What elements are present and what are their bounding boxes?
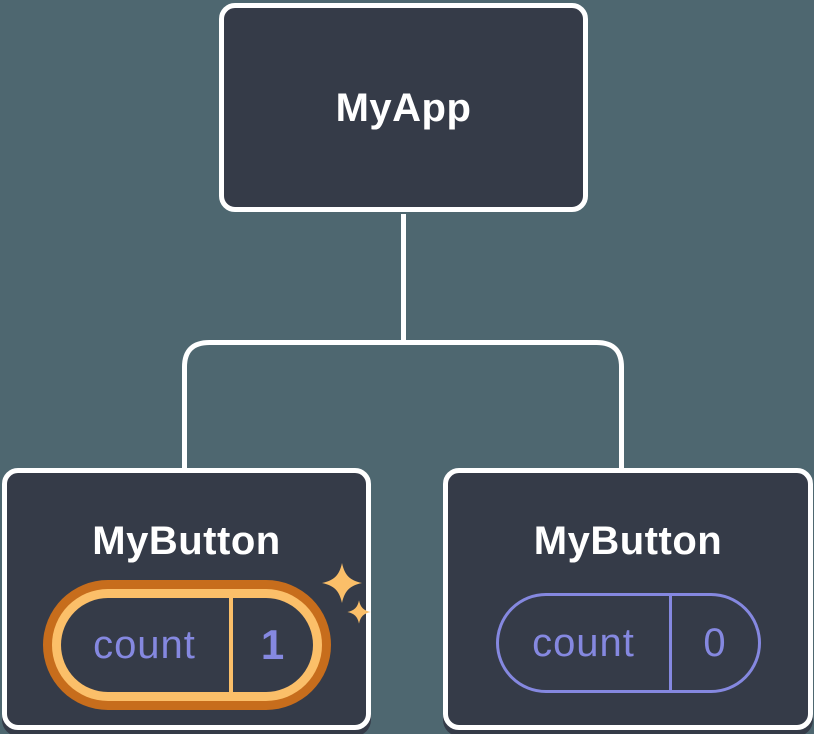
sparkles-icon (322, 563, 371, 624)
state-pill-core: count 1 (60, 598, 313, 692)
state-pill-divider (668, 596, 672, 690)
component-node-mybutton-left: MyButton count 1 (2, 468, 371, 730)
state-value: 1 (260, 621, 285, 668)
component-node-mybutton-right: MyButton count 0 (443, 468, 813, 730)
state-pill-divider (228, 598, 233, 692)
component-label: MyApp (335, 85, 472, 130)
state-pill-plain: count 0 (495, 593, 761, 693)
state-pill-highlighted: count 1 (42, 580, 331, 710)
state-pill-glow-ring: count 1 (51, 589, 322, 701)
component-node-myapp: MyApp (219, 3, 588, 212)
component-label: MyButton (92, 519, 281, 563)
state-key: count (93, 622, 196, 667)
state-key: count (532, 620, 635, 665)
component-label: MyButton (533, 519, 723, 563)
state-value: 0 (703, 620, 726, 665)
